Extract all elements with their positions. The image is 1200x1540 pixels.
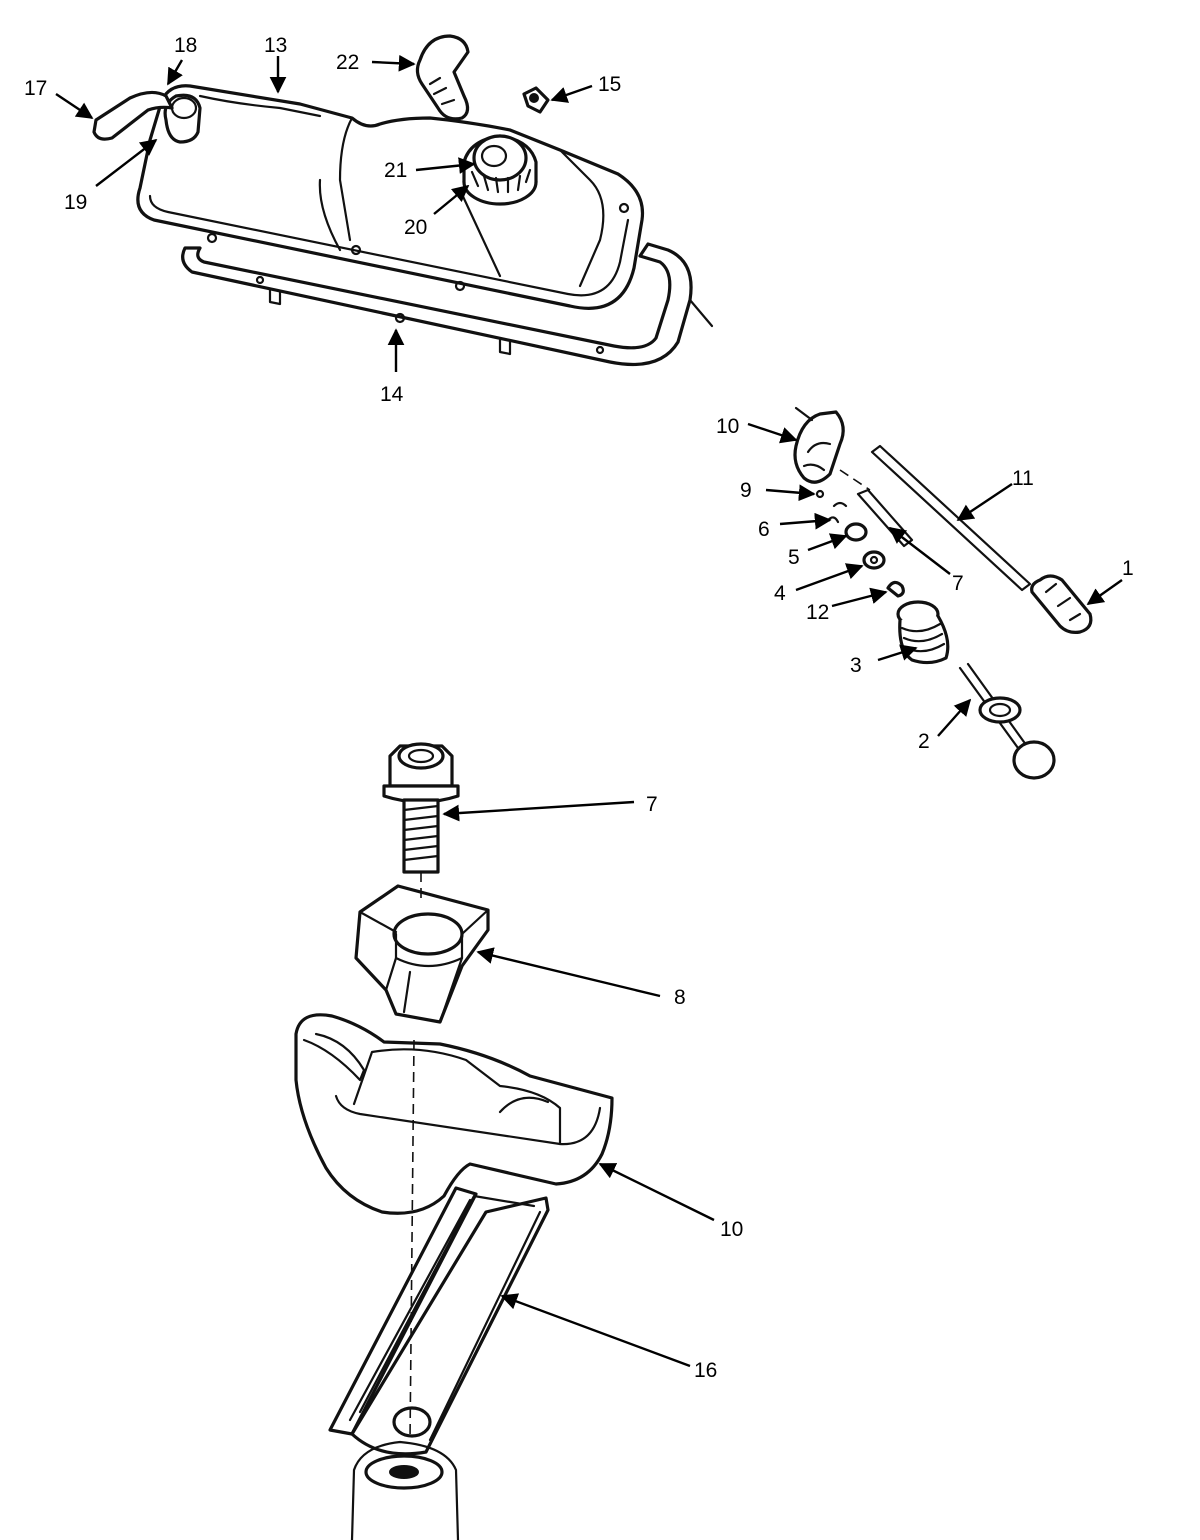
callout-21: 21 [384, 159, 407, 182]
valve-keys [815, 489, 848, 524]
pcv-hose [415, 34, 470, 121]
callout-5: 5 [788, 546, 800, 569]
callout-1: 1 [1122, 557, 1134, 580]
cylinder-head-boss [350, 1440, 460, 1540]
callout-18: 18 [174, 34, 197, 57]
callout-8: 8 [674, 986, 686, 1009]
callout-4: 4 [774, 582, 786, 605]
rocker-guide-large [328, 1186, 550, 1456]
callout-22: 22 [336, 51, 359, 74]
callout-6: 6 [758, 518, 770, 541]
valve-lifter [1030, 574, 1093, 634]
crankcase-vent-hose [92, 90, 174, 141]
valve-seal [886, 580, 905, 598]
leader-lines [55, 54, 1123, 1368]
callout-2: 2 [918, 730, 930, 753]
rocker-arm [793, 406, 845, 484]
callout-17: 17 [24, 77, 47, 100]
callout-11: 11 [1012, 467, 1034, 490]
rocker-arm-bolt [382, 742, 460, 874]
valve [958, 662, 1056, 780]
callout-15: 15 [598, 73, 621, 96]
valve-spring [896, 600, 950, 665]
callout-labels: 17 18 13 22 15 19 21 20 14 10 9 6 5 4 12… [24, 34, 1134, 1382]
fitting [522, 86, 550, 114]
callout-12: 12 [806, 601, 829, 624]
callout-7-small: 7 [952, 572, 964, 595]
callout-9: 9 [740, 479, 752, 502]
callout-16: 16 [694, 1359, 717, 1382]
callout-13: 13 [264, 34, 287, 57]
push-rod [870, 444, 1032, 592]
fulcrum-large [354, 884, 490, 1024]
callout-20: 20 [404, 216, 427, 239]
oil-filler-cap [462, 134, 538, 206]
rocker-arm-large [294, 1013, 614, 1215]
callout-19: 19 [64, 191, 87, 214]
callout-14: 14 [380, 383, 404, 406]
fulcrum [844, 522, 868, 542]
valve-cover-gasket [181, 242, 693, 367]
callout-10-small: 10 [716, 415, 739, 438]
callout-7-large: 7 [646, 793, 658, 816]
rocker-guide [856, 488, 914, 548]
callout-10-large: 10 [720, 1218, 743, 1241]
spring-retainer [862, 550, 886, 570]
callout-3: 3 [850, 654, 862, 677]
centerline [409, 469, 871, 1441]
